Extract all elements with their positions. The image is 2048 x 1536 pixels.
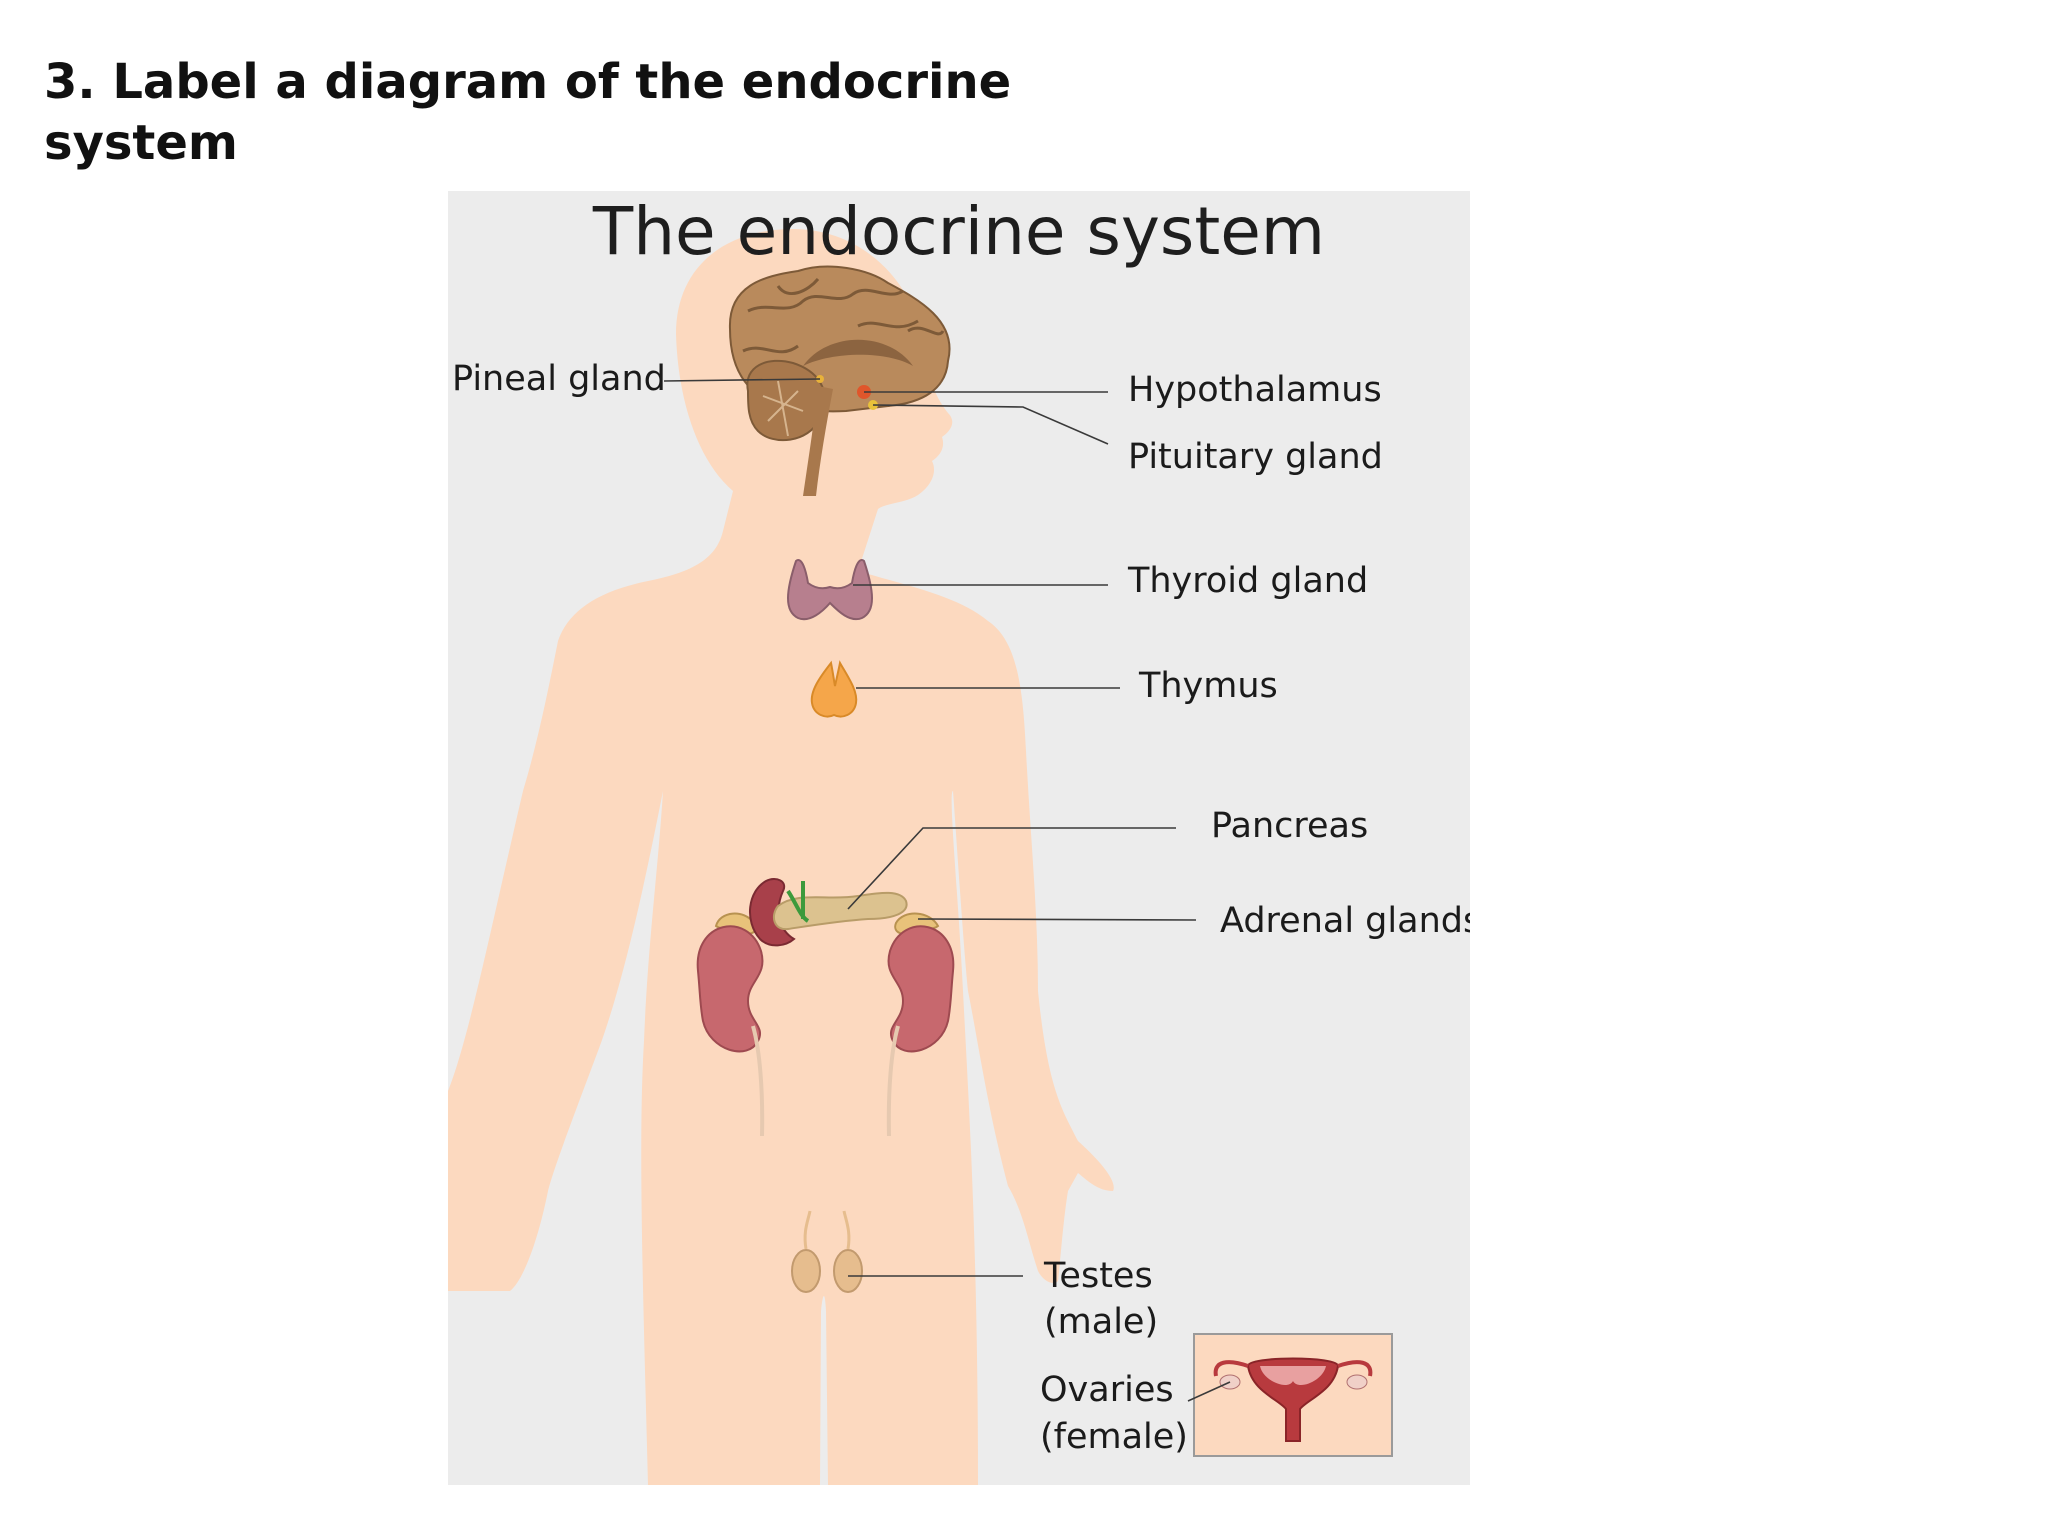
page-heading: 3. Label a diagram of the endocrine syst… [44, 54, 1012, 171]
label-pancreas: Pancreas [1211, 806, 1369, 846]
testes-illustration [791, 1210, 863, 1293]
figure-title: The endocrine system [592, 193, 1326, 270]
diagram-illustration [448, 229, 1393, 1485]
brain-illustration [728, 265, 951, 496]
label-adrenal-glands: Adrenal glands [1220, 901, 1470, 941]
label-testes-male: (male) [1044, 1302, 1159, 1342]
kidney-right [887, 925, 955, 1053]
body-silhouette [448, 229, 1114, 1485]
thyroid-illustration [787, 559, 873, 621]
kidney-left [696, 925, 764, 1053]
label-pineal-gland: Pineal gland [452, 359, 666, 399]
label-ovaries-female: (female) [1040, 1417, 1188, 1457]
thymus-illustration [810, 660, 858, 718]
label-testes: Testes [1044, 1256, 1153, 1296]
ovaries-inset [1193, 1333, 1393, 1457]
label-pituitary-gland: Pituitary gland [1128, 437, 1383, 477]
label-thymus: Thymus [1139, 666, 1278, 706]
label-hypothalamus: Hypothalamus [1128, 370, 1382, 410]
endocrine-diagram: The endocrine system Pineal gland Hypoth… [448, 191, 1470, 1485]
label-ovaries: Ovaries [1040, 1370, 1174, 1410]
leader-lines [663, 378, 1231, 1402]
label-thyroid-gland: Thyroid gland [1128, 561, 1369, 601]
